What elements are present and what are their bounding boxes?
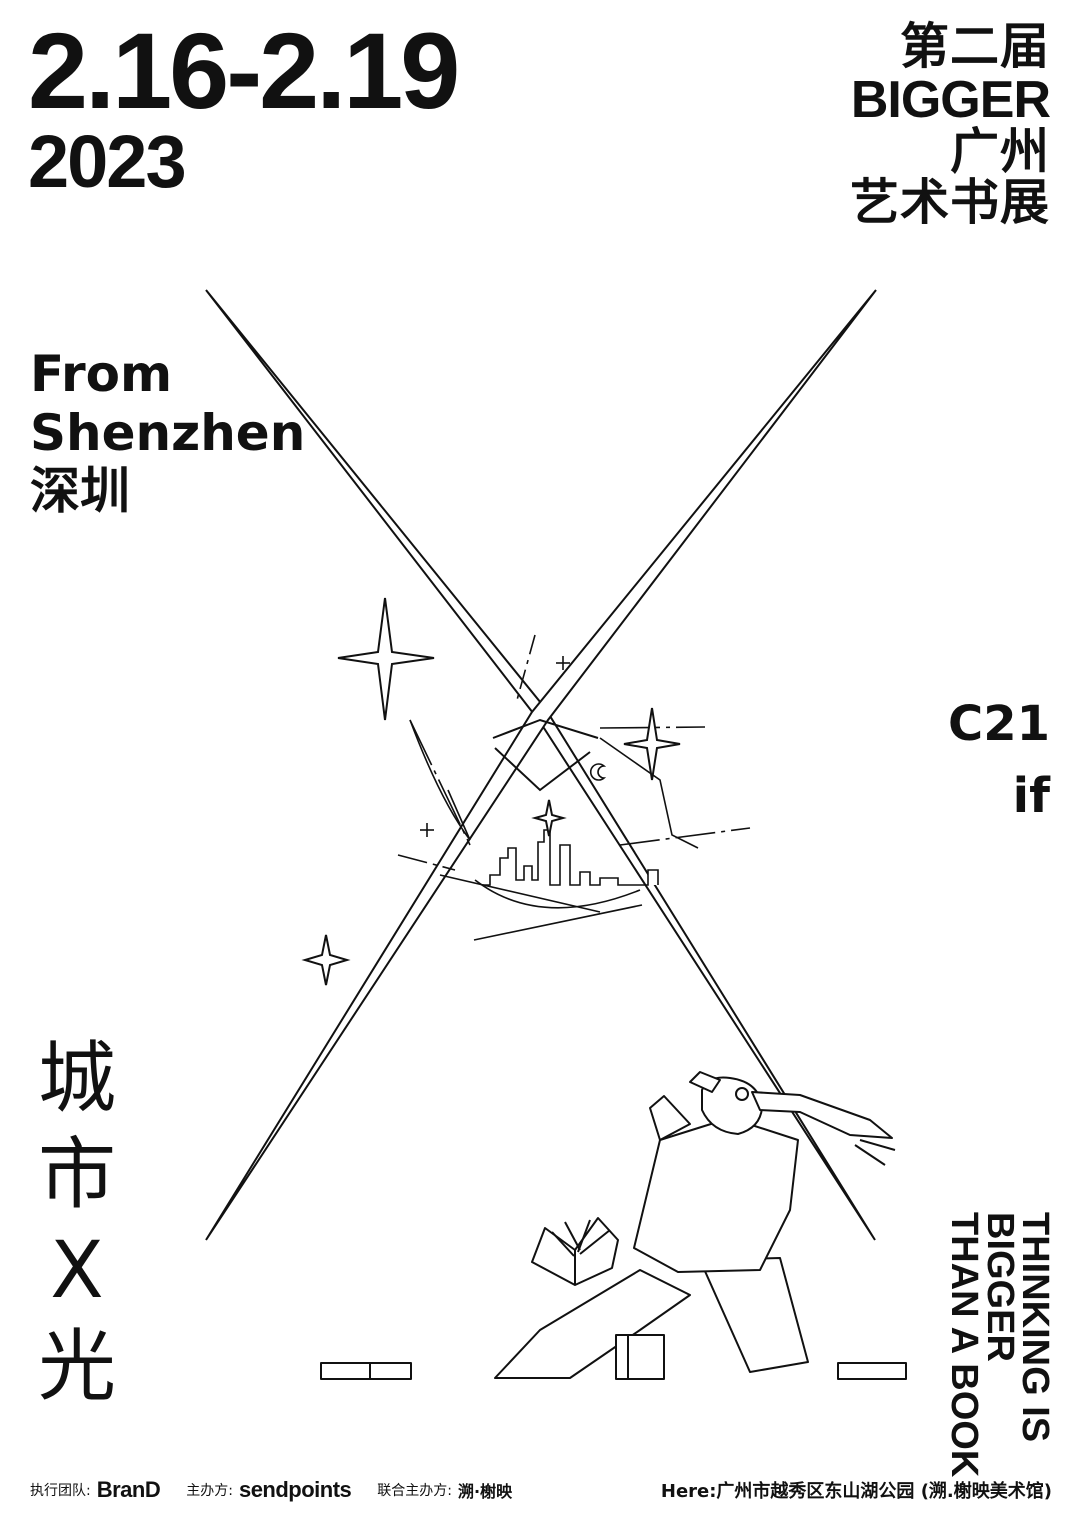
venue-address: Here:广州市越秀区东山湖公园 (溯.榭映美术馆)	[660, 1481, 1052, 1502]
organizer-label: 主办方:	[186, 1483, 233, 1499]
co-organizer-logo: 溯·榭映	[458, 1482, 513, 1501]
origin-label: From Shenzhen 深圳	[30, 345, 305, 521]
title-edition: 第二届	[899, 18, 1050, 75]
slogan: THINKING IS BIGGER THAN A BOOK	[943, 1212, 1056, 1478]
origin-city-en: Shenzhen	[30, 403, 306, 462]
title-city: 广州	[949, 123, 1050, 181]
title-fair: 艺术书展	[849, 173, 1050, 231]
vertical-char: 光	[37, 1322, 116, 1412]
x-beam-left	[205, 289, 876, 1241]
executive-label: 执行团队:	[30, 1483, 91, 1499]
origin-city-cn: 深圳	[30, 462, 130, 520]
x-beam-right	[205, 289, 877, 1241]
sendpoints-logo: sendpoints	[238, 1477, 352, 1502]
sparkle-star-large	[337, 597, 435, 721]
book-floor-left	[320, 1362, 412, 1380]
co-organizer-label: 联合主办方:	[377, 1483, 453, 1499]
origin-from: From	[30, 345, 173, 403]
vertical-char: 城	[37, 1034, 116, 1124]
booth-name: if	[1012, 768, 1050, 824]
event-year: 2023	[28, 119, 187, 203]
person-coat	[633, 1117, 799, 1273]
slogan-line: BIGGER	[978, 1212, 1021, 1362]
vertical-char: 市	[37, 1130, 116, 1220]
vertical-char: X	[50, 1226, 104, 1316]
book-standing	[615, 1334, 665, 1380]
sparkle-star-mid	[623, 707, 681, 781]
date-range: 2.16-2.19	[28, 10, 460, 131]
booth-info: C21 if	[948, 688, 1050, 832]
sparkle-star-small	[531, 799, 567, 837]
event-dates: 2.16-2.19 2023	[28, 10, 460, 203]
title-bigger: BIGGER	[850, 70, 1051, 129]
vertical-title: 城 市 X 光	[32, 1040, 122, 1424]
brand-logo: BranD	[96, 1477, 161, 1502]
footer: 执行团队: BranD 主办方: sendpoints 联合主办方: 溯·榭映 …	[30, 1475, 1052, 1505]
sparkle-star-left	[301, 934, 351, 986]
booth-code: C21	[947, 696, 1050, 752]
book-floor-right	[837, 1362, 907, 1380]
event-title: 第二届 BIGGER 广州 艺术书展	[849, 18, 1051, 231]
slogan-line: THAN A BOOK	[943, 1212, 986, 1478]
slogan-line: THINKING IS	[1014, 1212, 1056, 1443]
